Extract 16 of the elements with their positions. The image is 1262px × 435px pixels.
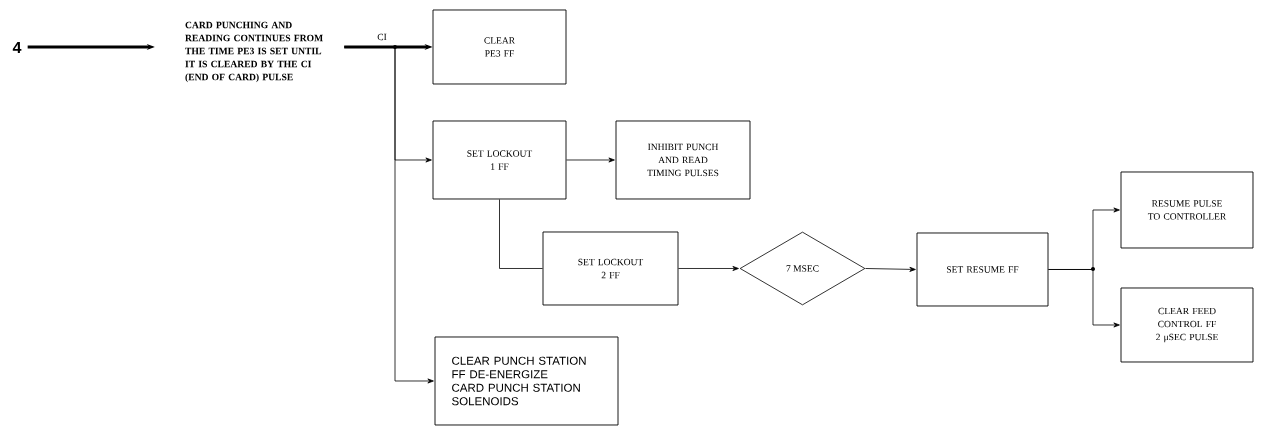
note-text: CARD PUNCHING AND READING CONTINUES FROM THE TIME PE3 IS SET UNTIL IT IS CLEARED BY THE CI (END OF CARD) PULSE	[185, 21, 323, 83]
edge-label: CI	[377, 33, 387, 41]
process-box: SET LOCKOUT 1 FF	[432, 120, 567, 200]
note-text: 4	[12, 42, 22, 53]
process-box: INHIBIT PUNCH AND READ TIMING PULSES	[615, 120, 751, 200]
process-box: CLEAR PUNCH STATION FF DE-ENERGIZE CARD PUNCH STATION SOLENOIDS	[434, 336, 619, 426]
arrow	[865, 266, 916, 272]
process-box: SET LOCKOUT 2 FF	[542, 231, 679, 306]
process-box: CLEAR FEED CONTROL FF 2 μSEC PULSE	[1120, 287, 1254, 363]
process-box: RESUME PULSE TO CONTROLLER	[1120, 171, 1254, 249]
arrow	[343, 46, 434, 384]
process-box: SET RESUME FF	[916, 232, 1049, 307]
arrow	[678, 266, 739, 271]
process-box: CLEAR PE3 FF	[432, 9, 567, 85]
arrow	[1048, 269, 1120, 328]
arrow	[566, 157, 615, 163]
